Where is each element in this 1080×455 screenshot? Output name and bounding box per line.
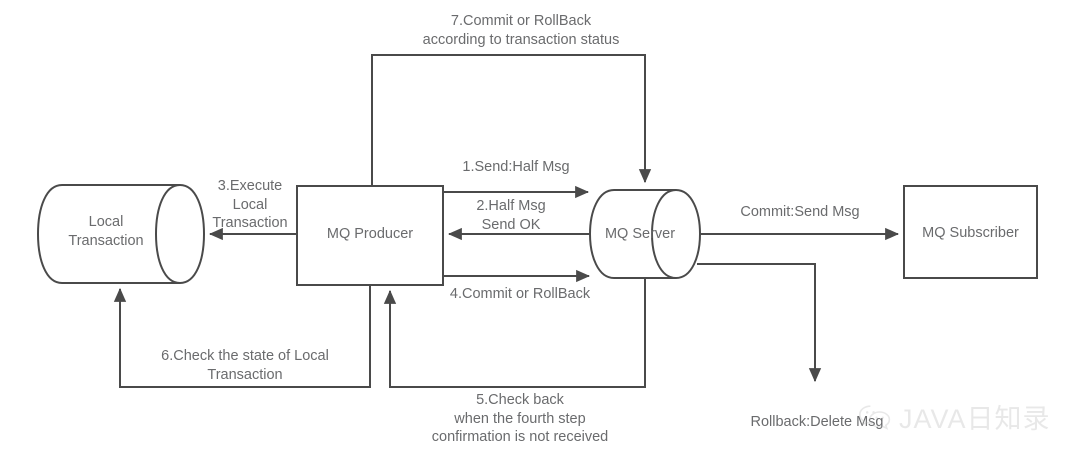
edge-7-commit-or-rollback[interactable] — [371, 54, 652, 186]
node-mq-subscriber[interactable] — [903, 185, 1038, 279]
node-local-transaction[interactable] — [36, 184, 206, 284]
wechat-icon — [858, 403, 892, 431]
node-mq-server[interactable] — [588, 189, 702, 279]
edge-6-check-state-of-local-transaction[interactable] — [113, 285, 371, 388]
edge-rollback-delete-msg[interactable] — [697, 263, 822, 383]
edge-5-check-back[interactable] — [383, 278, 646, 388]
node-mq-producer[interactable] — [296, 185, 444, 286]
watermark-text: JAVA日知录 — [899, 404, 1051, 434]
watermark: JAVA日知录 — [858, 397, 1051, 436]
